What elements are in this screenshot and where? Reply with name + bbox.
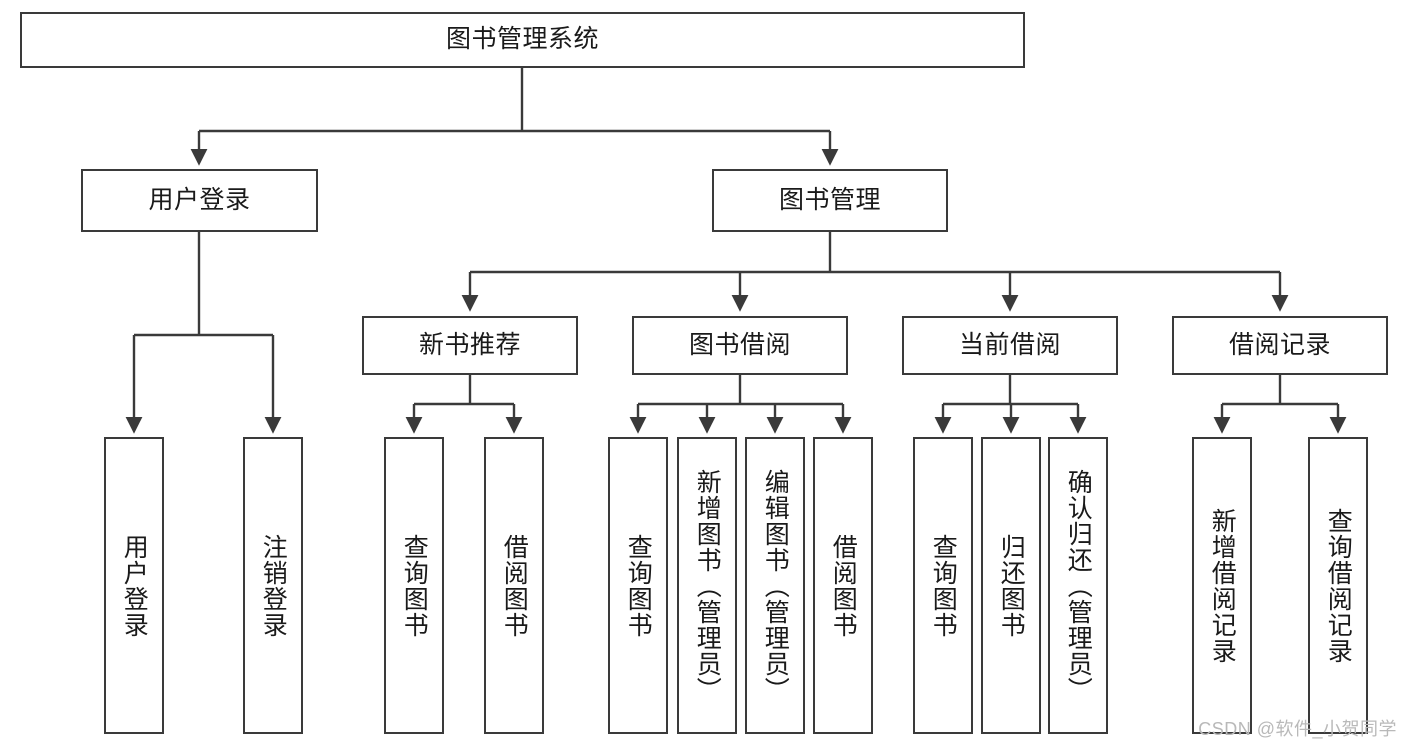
leaf-query-record[interactable]: 查询借阅记录 xyxy=(1308,437,1368,734)
leaf-query-book-2-label: 查询图书 xyxy=(624,533,653,638)
node-new-book-recommend[interactable]: 新书推荐 xyxy=(362,316,578,375)
leaf-edit-book[interactable]: 编辑图书（管理员） xyxy=(745,437,805,734)
node-user-login[interactable]: 用户登录 xyxy=(81,169,318,232)
node-book-manage[interactable]: 图书管理 xyxy=(712,169,948,232)
node-book-borrow-label: 图书借阅 xyxy=(688,330,791,359)
node-current-borrow-label: 当前借阅 xyxy=(958,330,1061,359)
leaf-add-record[interactable]: 新增借阅记录 xyxy=(1192,437,1252,734)
leaf-user-login[interactable]: 用户登录 xyxy=(104,437,164,734)
node-user-login-label: 用户登录 xyxy=(148,185,251,214)
leaf-borrow-book-1[interactable]: 借阅图书 xyxy=(484,437,544,734)
leaf-confirm-return-label: 确认归还（管理员） xyxy=(1064,468,1093,703)
leaf-logout-login[interactable]: 注销登录 xyxy=(243,437,303,734)
leaf-query-book-1[interactable]: 查询图书 xyxy=(384,437,444,734)
leaf-return-book-label: 归还图书 xyxy=(997,533,1026,638)
leaf-borrow-book-1-label: 借阅图书 xyxy=(500,533,529,638)
csdn-watermark: CSDN @软件_小贺同学 xyxy=(1198,719,1397,739)
leaf-query-book-3-label: 查询图书 xyxy=(929,533,958,638)
node-new-book-recommend-label: 新书推荐 xyxy=(418,330,521,359)
leaf-query-book-2[interactable]: 查询图书 xyxy=(608,437,668,734)
node-book-manage-label: 图书管理 xyxy=(778,185,881,214)
leaf-user-login-label: 用户登录 xyxy=(120,533,149,638)
node-root-label: 图书管理系统 xyxy=(445,25,599,54)
leaf-return-book[interactable]: 归还图书 xyxy=(981,437,1041,734)
leaf-borrow-book-2[interactable]: 借阅图书 xyxy=(813,437,873,734)
leaf-borrow-book-2-label: 借阅图书 xyxy=(829,533,858,638)
leaf-add-book[interactable]: 新增图书（管理员） xyxy=(677,437,737,734)
leaf-logout-login-label: 注销登录 xyxy=(259,533,288,638)
leaf-add-record-label: 新增借阅记录 xyxy=(1208,507,1237,664)
leaf-edit-book-label: 编辑图书（管理员） xyxy=(761,468,790,703)
leaf-query-record-label: 查询借阅记录 xyxy=(1324,507,1353,664)
node-book-borrow[interactable]: 图书借阅 xyxy=(632,316,848,375)
node-borrow-record[interactable]: 借阅记录 xyxy=(1172,316,1388,375)
leaf-query-book-3[interactable]: 查询图书 xyxy=(913,437,973,734)
node-current-borrow[interactable]: 当前借阅 xyxy=(902,316,1118,375)
node-root[interactable]: 图书管理系统 xyxy=(20,12,1025,68)
leaf-confirm-return[interactable]: 确认归还（管理员） xyxy=(1048,437,1108,734)
leaf-add-book-label: 新增图书（管理员） xyxy=(693,468,722,703)
leaf-query-book-1-label: 查询图书 xyxy=(400,533,429,638)
node-borrow-record-label: 借阅记录 xyxy=(1228,330,1331,359)
